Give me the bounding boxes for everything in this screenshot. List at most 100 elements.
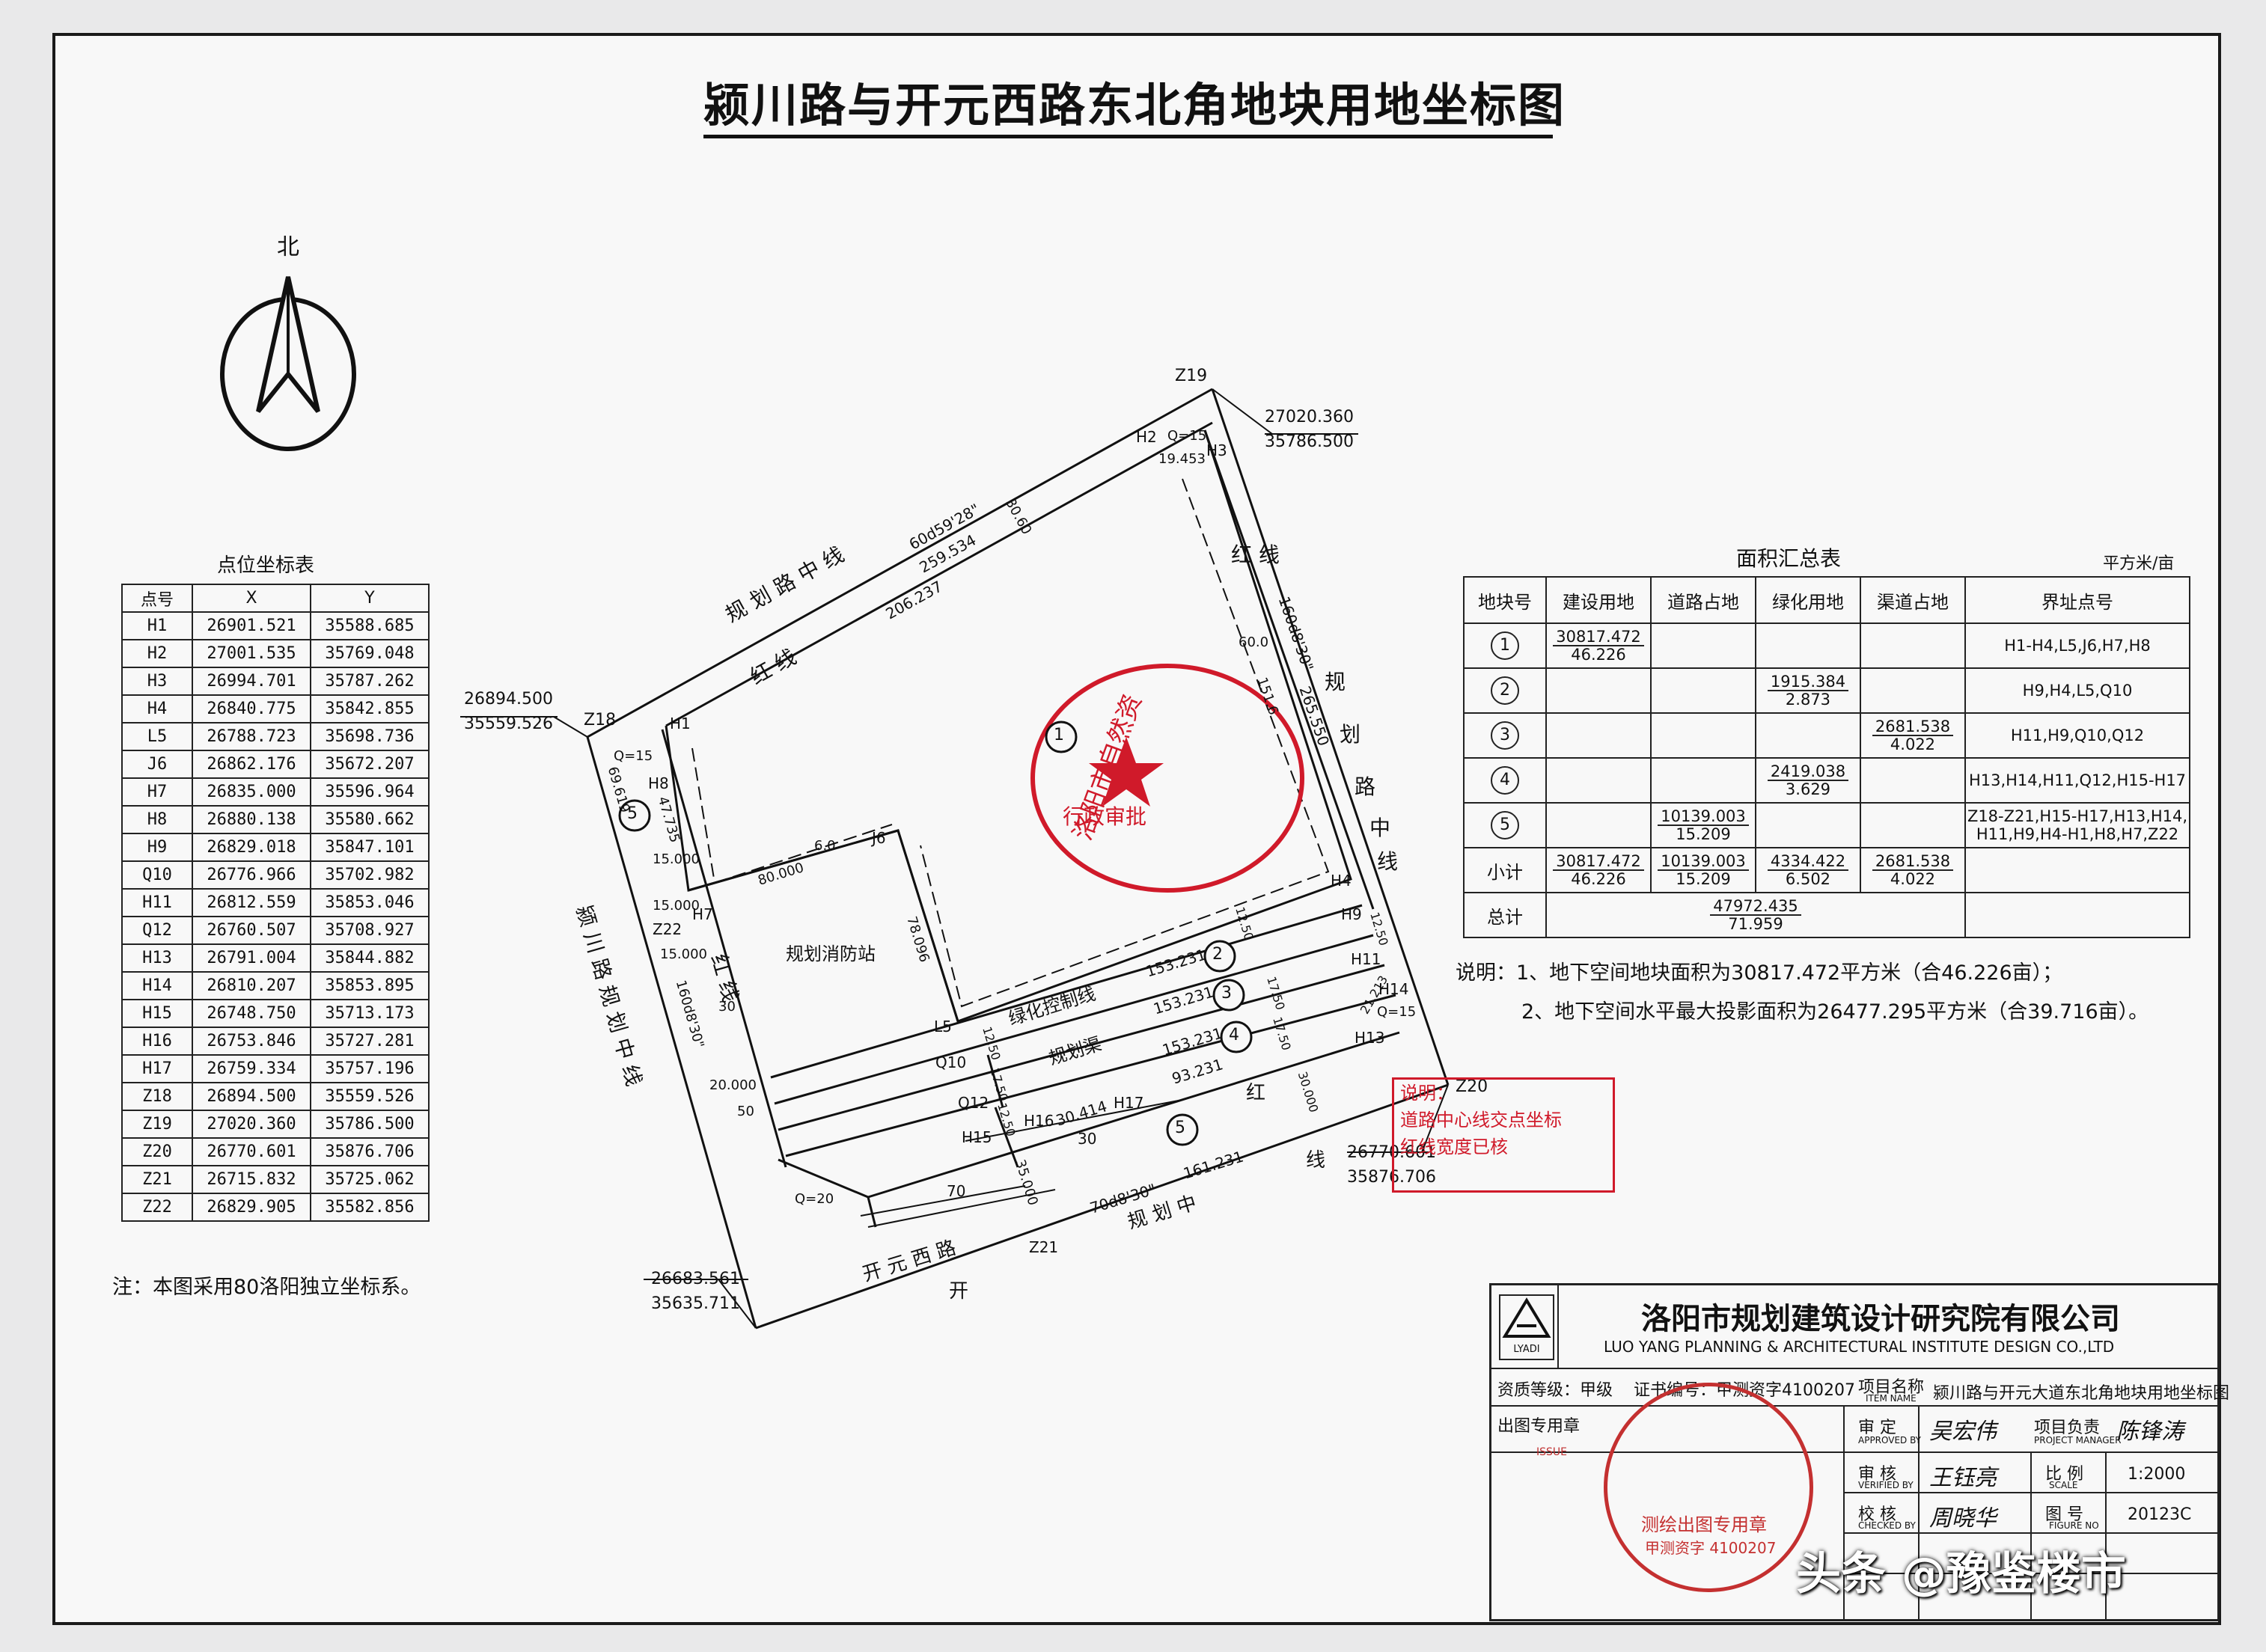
pm-label: 项目负责 [2034,1419,2101,1437]
label-q20: Q=20 [795,1191,834,1207]
cell-canal [1860,622,1966,669]
verify-signature: 王钰亮 [1929,1465,1997,1491]
col-green: 绿化用地 [1755,576,1861,624]
cell-road [1650,712,1756,759]
plot-number-4: 4 [1229,1026,1239,1044]
label-q12: Q12 [958,1094,989,1112]
subtotal-label: 小计 [1463,847,1547,893]
col-boundary-points: 界址点号 [1964,576,2190,624]
cell-x: 26776.966 [192,860,311,890]
cell-canal [1860,757,1966,804]
cell-y: 35847.101 [310,833,430,862]
label-z19-x: 27020.360 [1265,408,1354,426]
cell-x: 27001.535 [192,639,311,668]
issue-seal-en: ISSUE [1536,1446,1567,1458]
plot-number-3: 3 [1221,984,1232,1003]
total-empty [1964,892,2190,938]
cell-y: 35727.281 [310,1027,430,1056]
cell-canal [1860,667,1966,714]
notes: 说明：1、地下空间地块面积为30817.472平方米（合46.226亩）； 2、… [1456,954,2149,1032]
cell-y: 35844.882 [310,943,430,973]
check-label: 校 核 [1858,1505,1896,1524]
cell-x: 26788.723 [192,722,311,751]
verification-stamp: 说明： 道路中心线交点坐标 红线宽度已核 [1392,1077,1615,1193]
cell-point: L5 [121,722,193,751]
cell-plot-id: 2 [1463,667,1547,714]
north-arrow-icon [220,276,356,451]
label-h3: H3 [1206,441,1227,459]
west-red-line [661,729,787,1168]
note-2: 2、地下空间水平最大投影面积为26477.295平方米（合39.716亩）。 [1521,1000,2149,1024]
stamp-prefix: 说明： [1400,1083,1454,1104]
drawing-issue-seal [1604,1383,1813,1592]
col-road: 道路占地 [1650,576,1756,624]
north-road-centerline [587,388,1213,738]
approve-label: 审 定 [1858,1419,1896,1437]
cell-y: 35787.262 [310,667,430,696]
verify-label: 审 核 [1858,1465,1896,1484]
label-south-y: 35635.711 [651,1294,740,1313]
cell-x: 26840.775 [192,694,311,723]
cell-x: 26812.559 [192,888,311,917]
south-road-centerline [755,1083,1449,1330]
label-q15-e: Q=15 [1377,1004,1417,1020]
label-h17: H17 [1114,1094,1144,1112]
cell-road [1650,667,1756,714]
cell-x: 26770.601 [192,1137,311,1166]
cell-y: 35559.526 [310,1082,430,1111]
cell-x: 26880.138 [192,805,311,834]
cell-build [1545,802,1652,848]
cell-boundary-points: H11,H9,Q10,Q12 [1964,712,2190,759]
north-label: 北 [277,234,299,260]
cell-point: H14 [121,971,193,1000]
cell-build [1545,712,1652,759]
pm-label-en: PROJECT MANAGER [2034,1435,2122,1446]
cell-x: 26715.832 [192,1165,311,1194]
cell-point: Z19 [121,1110,193,1139]
cell-y: 35757.196 [310,1054,430,1083]
scale-label: 比 例 [2045,1465,2083,1484]
length-70: 70 [947,1182,966,1200]
cell-plot-id: 5 [1463,802,1547,848]
cell-y: 35588.685 [310,611,430,640]
title-block: LYADI 洛阳市规划建筑设计研究院有限公司 LUO YANG PLANNING… [1489,1283,2229,1621]
scale-label-en: SCALE [2049,1480,2078,1490]
cell-x: 26760.507 [192,916,311,945]
north-red-line [665,421,1213,727]
plot-number: 5 [1491,811,1519,839]
label-h11: H11 [1351,950,1381,968]
cell-plot-id: 4 [1463,757,1547,804]
east-road-2: 划 [1340,722,1361,747]
item-label: 项目名称 [1858,1378,1925,1397]
col-point: 点号 [121,584,193,613]
company-name-en: LUO YANG PLANNING & ARCHITECTURAL INSTIT… [1604,1338,2115,1356]
east-red-line [1203,429,1375,910]
width-15-c: 15.000 [660,946,707,962]
cell-point: H16 [121,1027,193,1056]
logo-text: LYADI [1513,1344,1540,1355]
cell-y: 35713.173 [310,999,430,1028]
width-20: 20.000 [709,1077,757,1093]
plot-number: 3 [1491,721,1519,750]
plot-number-1: 1 [1054,726,1064,744]
note-1: 1、地下空间地块面积为30817.472平方米（合46.226亩）； [1516,961,2063,985]
pm-signature: 陈锋涛 [2116,1419,2184,1445]
east-road-centerline [1211,388,1450,1086]
cell-y: 35580.662 [310,805,430,834]
cell-y: 35769.048 [310,639,430,668]
plot-number-5-west: 5 [627,804,638,823]
total-label: 总计 [1463,892,1547,938]
cell-x: 26901.521 [192,611,311,640]
cell-point: H2 [121,639,193,668]
cell-point: H1 [121,611,193,640]
